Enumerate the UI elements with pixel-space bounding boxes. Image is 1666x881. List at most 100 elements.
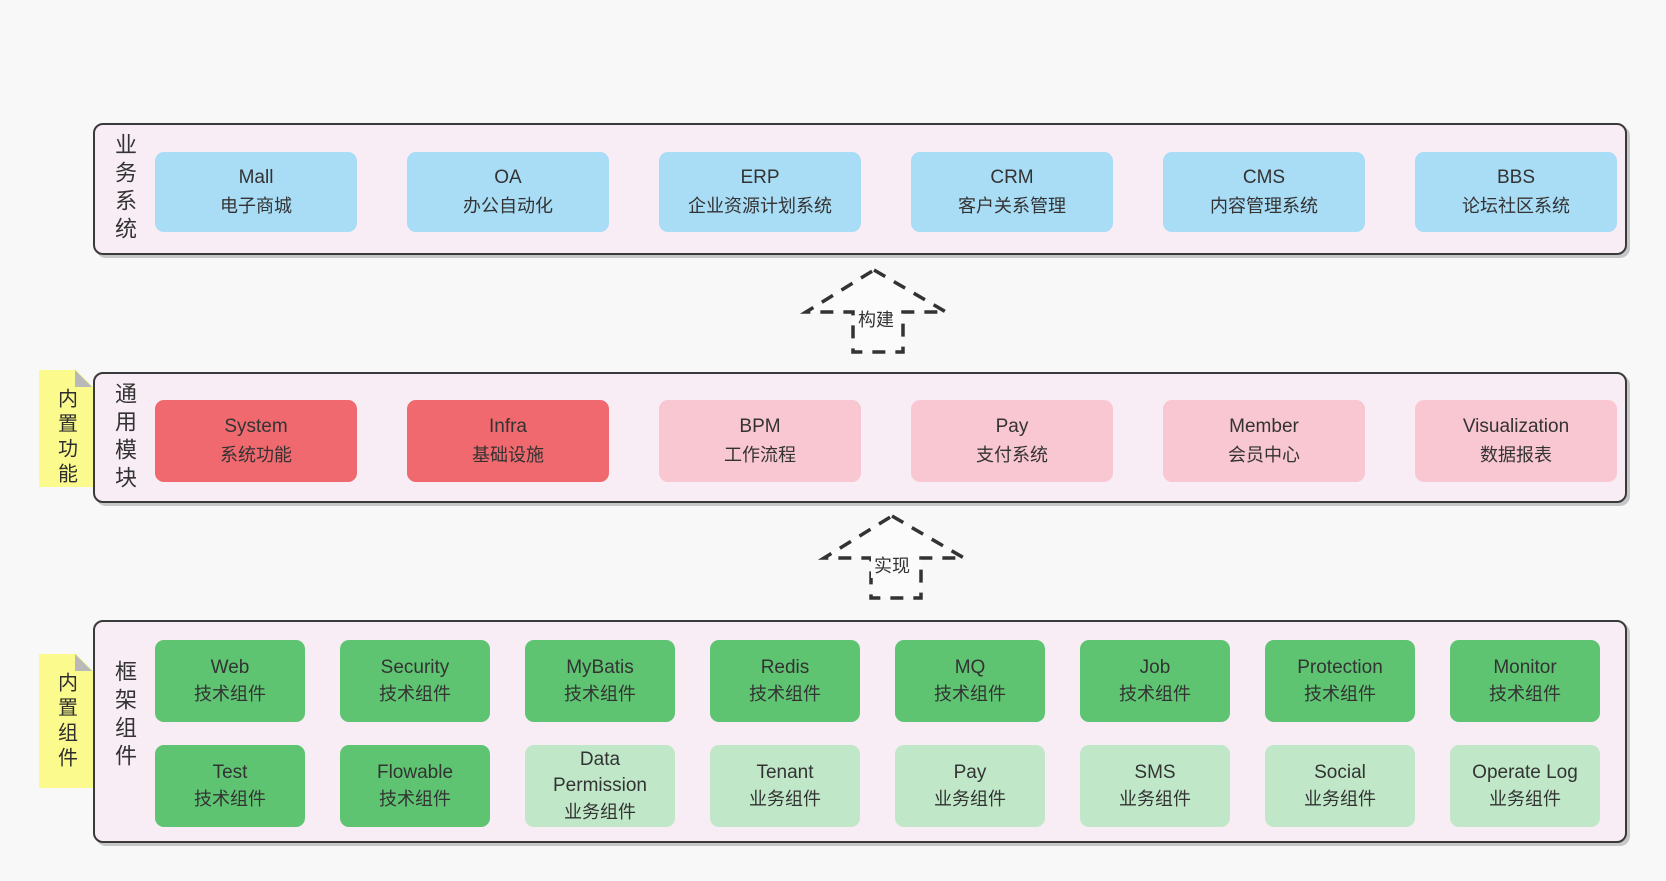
box-data-permission: Data Permission 业务组件: [525, 745, 675, 827]
section-label-business: 业务系统: [112, 133, 137, 245]
box-title: Pay: [953, 762, 987, 783]
box-tenant: Tenant 业务组件: [710, 745, 860, 827]
box-crm: CRM 客户关系管理: [911, 152, 1113, 232]
arrow-build-label: 构建: [855, 306, 897, 332]
box-title: OA: [494, 167, 522, 188]
box-subtitle: 技术组件: [1304, 684, 1376, 704]
box-social: Social 业务组件: [1265, 745, 1415, 827]
box-visualization: Visualization 数据报表: [1415, 400, 1617, 482]
box-operate-log: Operate Log 业务组件: [1450, 745, 1600, 827]
box-title: System: [224, 416, 288, 437]
box-sms: SMS 业务组件: [1080, 745, 1230, 827]
modules-row: System 系统功能 Infra 基础设施 BPM 工作流程 Pay 支付系统…: [155, 400, 1617, 482]
box-bbs: BBS 论坛社区系统: [1415, 152, 1617, 232]
box-bpm: BPM 工作流程: [659, 400, 861, 482]
box-subtitle: 客户关系管理: [958, 196, 1066, 216]
sticky-label: 内置组件: [54, 672, 77, 772]
box-subtitle: 论坛社区系统: [1462, 196, 1570, 216]
section-business-systems: 业务系统 Mall 电子商城 OA 办公自动化 ERP 企业资源计划系统 CRM…: [93, 123, 1627, 255]
box-subtitle: 基础设施: [472, 445, 544, 465]
arrow-implement: 实现: [814, 510, 970, 602]
box-title: Web: [210, 657, 250, 678]
box-title: Pay: [995, 416, 1029, 437]
section-framework-components: 框架组件 Web 技术组件 Security 技术组件 MyBatis 技术组件…: [93, 620, 1627, 843]
arrow-implement-label: 实现: [871, 552, 913, 578]
box-subtitle: 技术组件: [379, 789, 451, 809]
section-label-modules: 通用模块: [112, 381, 137, 494]
box-subtitle: 工作流程: [724, 445, 796, 465]
sticky-label: 内置功能: [54, 388, 77, 488]
section-common-modules: 通用模块 System 系统功能 Infra 基础设施 BPM 工作流程 Pay…: [93, 372, 1627, 503]
box-subtitle: 技术组件: [1119, 684, 1191, 704]
box-subtitle: 技术组件: [934, 684, 1006, 704]
box-title: Protection: [1297, 657, 1383, 678]
box-title: Job: [1139, 657, 1171, 678]
box-title: Member: [1229, 416, 1299, 437]
business-row: Mall 电子商城 OA 办公自动化 ERP 企业资源计划系统 CRM 客户关系…: [155, 152, 1617, 232]
box-title: Flowable: [376, 762, 454, 783]
box-title: BPM: [739, 416, 781, 437]
box-title: Data Permission: [553, 749, 647, 796]
box-flowable: Flowable 技术组件: [340, 745, 490, 827]
box-subtitle: 技术组件: [749, 684, 821, 704]
box-web: Web 技术组件: [155, 640, 305, 722]
box-subtitle: 电子商城: [220, 196, 292, 216]
box-mybatis: MyBatis 技术组件: [525, 640, 675, 722]
box-pay: Pay 支付系统: [911, 400, 1113, 482]
box-subtitle: 业务组件: [1304, 789, 1376, 809]
box-title: Mall: [238, 167, 274, 188]
box-subtitle: 技术组件: [564, 684, 636, 704]
box-subtitle: 系统功能: [220, 445, 292, 465]
box-mall: Mall 电子商城: [155, 152, 357, 232]
box-title: Visualization: [1462, 416, 1570, 437]
box-subtitle: 业务组件: [1489, 789, 1561, 809]
box-title: MyBatis: [566, 657, 634, 678]
box-title: BBS: [1496, 167, 1536, 188]
box-monitor: Monitor 技术组件: [1450, 640, 1600, 722]
box-title: Monitor: [1493, 657, 1557, 678]
box-cms: CMS 内容管理系统: [1163, 152, 1365, 232]
box-erp: ERP 企业资源计划系统: [659, 152, 861, 232]
box-protection: Protection 技术组件: [1265, 640, 1415, 722]
box-title: SMS: [1134, 762, 1176, 783]
box-title: Tenant: [756, 762, 814, 783]
box-system: System 系统功能: [155, 400, 357, 482]
box-subtitle: 会员中心: [1228, 445, 1300, 465]
box-title: Test: [212, 762, 248, 783]
box-subtitle: 技术组件: [379, 684, 451, 704]
box-subtitle: 业务组件: [1119, 789, 1191, 809]
box-oa: OA 办公自动化: [407, 152, 609, 232]
box-job: Job 技术组件: [1080, 640, 1230, 722]
box-subtitle: 业务组件: [934, 789, 1006, 809]
box-subtitle: 业务组件: [564, 802, 636, 822]
box-title: Operate Log: [1472, 762, 1578, 783]
box-member: Member 会员中心: [1163, 400, 1365, 482]
box-title: MQ: [954, 657, 986, 678]
box-title: CMS: [1242, 167, 1286, 188]
box-subtitle: 技术组件: [194, 789, 266, 809]
arrow-build: 构建: [798, 264, 954, 356]
box-subtitle: 技术组件: [194, 684, 266, 704]
box-title: Security: [380, 657, 450, 678]
box-title: ERP: [740, 167, 780, 188]
box-title: Redis: [760, 657, 810, 678]
box-infra: Infra 基础设施: [407, 400, 609, 482]
box-test: Test 技术组件: [155, 745, 305, 827]
box-title: CRM: [990, 167, 1034, 188]
sticky-note-built-in-features: 内置功能: [39, 370, 93, 487]
box-subtitle: 数据报表: [1480, 445, 1552, 465]
components-row-1: Web 技术组件 Security 技术组件 MyBatis 技术组件 Redi…: [155, 640, 1600, 722]
box-title: Infra: [488, 416, 528, 437]
components-row-2: Test 技术组件 Flowable 技术组件 Data Permission …: [155, 745, 1600, 827]
sticky-note-built-in-components: 内置组件: [39, 654, 93, 788]
box-title: Social: [1314, 762, 1366, 783]
box-subtitle: 办公自动化: [463, 196, 553, 216]
box-subtitle: 技术组件: [1489, 684, 1561, 704]
box-subtitle: 业务组件: [749, 789, 821, 809]
section-label-components: 框架组件: [112, 660, 137, 772]
box-redis: Redis 技术组件: [710, 640, 860, 722]
box-pay-biz: Pay 业务组件: [895, 745, 1045, 827]
box-subtitle: 支付系统: [976, 445, 1048, 465]
box-subtitle: 内容管理系统: [1210, 196, 1318, 216]
